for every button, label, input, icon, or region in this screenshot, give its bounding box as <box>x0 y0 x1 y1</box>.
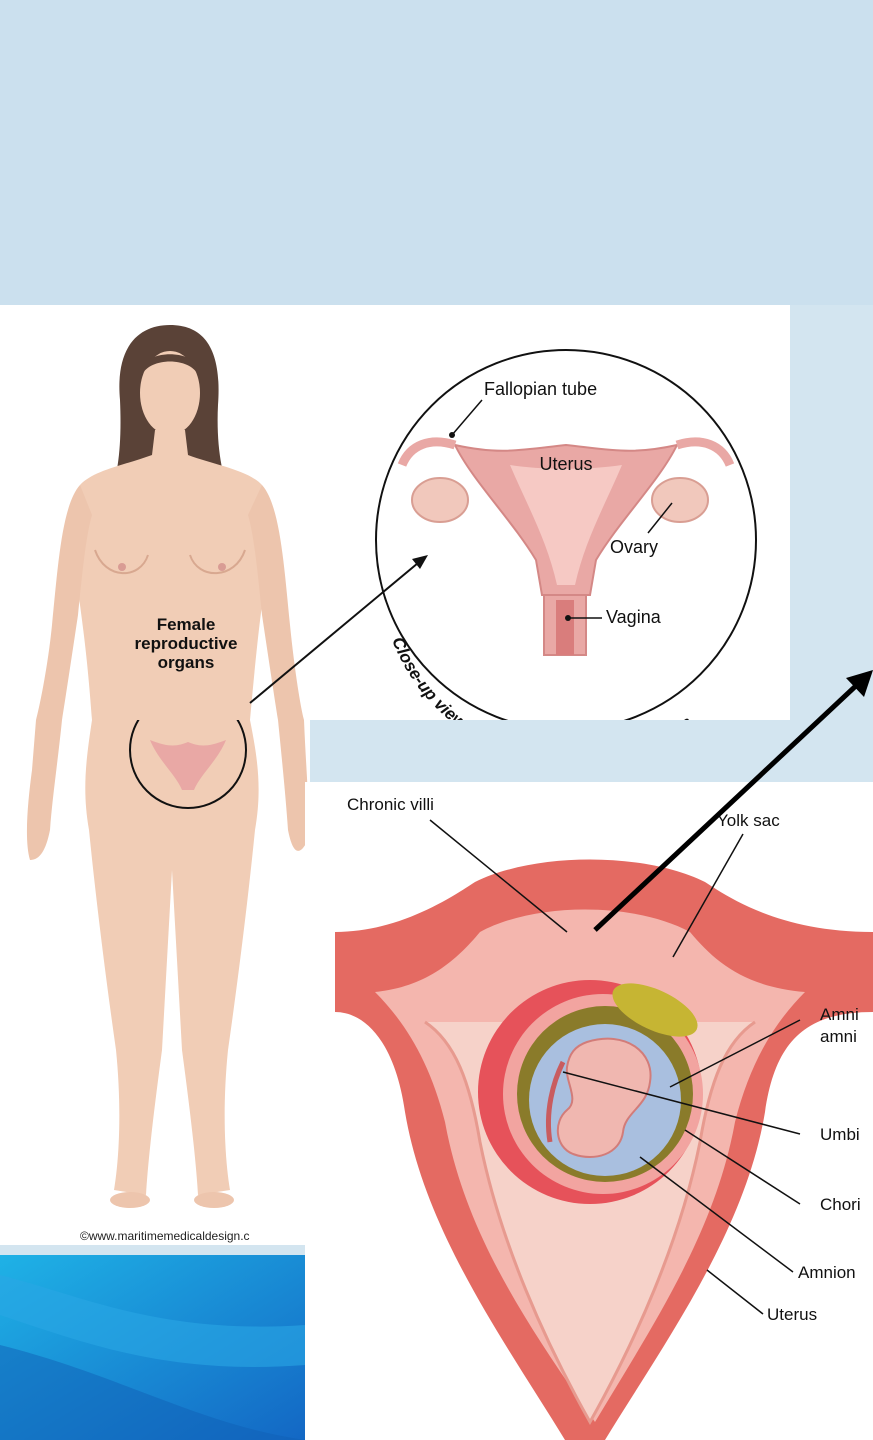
decorative-blue-corner <box>0 1255 305 1440</box>
female-body-figure: Female reproductive organs Fallopian tub… <box>0 305 790 720</box>
embryo-figure: Chronic villi Yolk sac Amni amni Umbi Ch… <box>305 782 873 1440</box>
label-amnion-fluid-2: amni <box>820 1027 857 1046</box>
label-vagina: Vagina <box>606 607 662 627</box>
label-uterus: Uterus <box>767 1305 817 1324</box>
copyright-text: ©www.maritimemedicaldesign.c <box>80 1229 250 1243</box>
label-uterus-closeup: Uterus <box>539 454 592 474</box>
label-chorion: Chori <box>820 1195 861 1214</box>
label-ovary: Ovary <box>610 537 658 557</box>
ovary-right <box>652 478 708 522</box>
body-label-line2: reproductive <box>135 634 238 653</box>
label-amnion-fluid-1: Amni <box>820 1005 859 1024</box>
body-label-line1: Female <box>157 615 216 634</box>
torso-shape <box>75 430 268 720</box>
legs-shape <box>85 720 258 1195</box>
label-umbilical: Umbi <box>820 1125 860 1144</box>
label-chronic-villi: Chronic villi <box>347 795 434 814</box>
label-fallopian-tube: Fallopian tube <box>484 379 597 399</box>
ovary-left <box>412 478 468 522</box>
label-yolk-sac: Yolk sac <box>717 811 780 830</box>
body-label-line3: organs <box>158 653 215 672</box>
female-body-figure-lower: ©www.maritimemedicaldesign.c <box>0 720 310 1245</box>
label-amnion: Amnion <box>798 1263 856 1282</box>
